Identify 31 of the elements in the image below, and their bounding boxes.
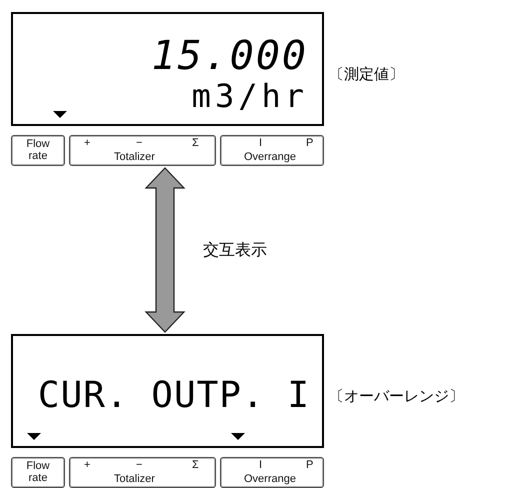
double-arrow [144, 167, 186, 333]
display-caption: 〔測定値〕 [329, 67, 404, 82]
key-sign: I [259, 460, 262, 471]
key-button [69, 135, 216, 166]
key-label: Flow rate [25, 460, 51, 484]
key-sign: I [259, 138, 262, 149]
key-sign: − [136, 138, 142, 149]
key-button [220, 457, 324, 488]
key-button [11, 457, 65, 488]
key-sign: − [136, 460, 142, 471]
key-label: Overrange [244, 152, 296, 163]
lcd-reading: 15.000 [152, 36, 308, 76]
key-sign: + [84, 138, 90, 149]
key-label: Flow rate [25, 138, 51, 162]
edge-label: 交互表示 [203, 242, 267, 258]
key-label: Totalizer [114, 152, 155, 163]
key-sign: P [306, 138, 314, 149]
key-button [11, 135, 65, 166]
display-caption: 〔オーバーレンジ〕 [329, 389, 464, 404]
key-sign: Σ [192, 138, 199, 149]
lcd-reading: CUR. OUTP. I [38, 378, 310, 414]
key-label: Overrange [244, 474, 296, 485]
key-sign: P [306, 460, 314, 471]
key-button [220, 135, 324, 166]
key-sign: Σ [192, 460, 199, 471]
key-sign: + [84, 460, 90, 471]
key-button [69, 457, 216, 488]
lcd-display [11, 12, 324, 126]
unit-reading: m3/hr [192, 80, 308, 112]
lcd-display [11, 334, 324, 448]
key-label: Totalizer [114, 474, 155, 485]
